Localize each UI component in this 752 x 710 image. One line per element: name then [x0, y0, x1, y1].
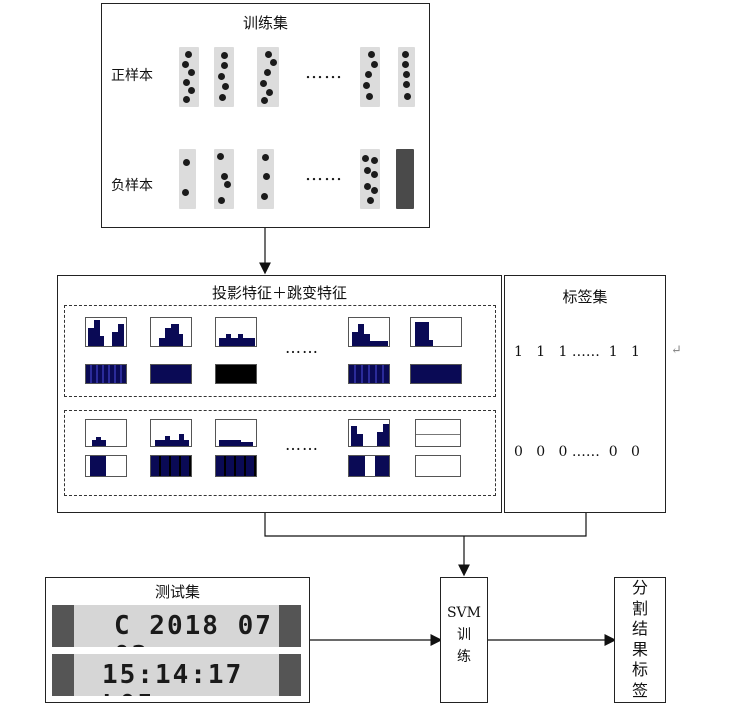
negative-ellipsis: ……: [305, 164, 343, 185]
projection-histogram: [415, 419, 461, 447]
label-set-title: 标签集: [562, 288, 608, 306]
negative-labels-row: 0 0 0 …… 0 0: [514, 444, 640, 460]
negative-sample-image: [214, 149, 234, 209]
test-set-title: 测试集: [154, 583, 200, 601]
transition-strip: [85, 455, 127, 477]
negative-sample-image: [257, 149, 274, 209]
svm-title: SVM 训 练: [446, 605, 482, 665]
projection-histogram: [348, 419, 390, 447]
transition-strip: [150, 364, 192, 384]
test-set-box: 测试集 C 2018 07 02 15:14:17 L05: [45, 577, 310, 703]
test-image-line1: C 2018 07 02: [52, 605, 301, 647]
projection-histogram: [348, 317, 390, 347]
transition-strip: [150, 455, 192, 477]
plot-ellipsis: ……: [285, 338, 319, 357]
projection-histogram: [85, 419, 127, 447]
transition-strip: [415, 455, 461, 477]
feature-title: 投影特征＋跳变特征: [211, 284, 347, 302]
projection-histogram: [215, 317, 257, 347]
training-set-title: 训练集: [242, 14, 288, 32]
projection-histogram: [410, 317, 462, 347]
feature-box: 投影特征＋跳变特征 ……: [57, 275, 502, 513]
positive-features-group: ……: [64, 305, 496, 397]
test-image-line2: 15:14:17 L05: [52, 654, 301, 696]
negative-sample-image: [396, 149, 414, 209]
negative-sample-label: 负样本: [111, 178, 153, 194]
projection-histogram: [150, 317, 192, 347]
return-mark: ↵: [671, 343, 682, 358]
positive-sample-image: [179, 47, 199, 107]
transition-strip: [215, 455, 257, 477]
negative-sample-image: [360, 149, 380, 209]
negative-features-group: ……: [64, 410, 496, 496]
projection-histogram: [85, 317, 127, 347]
projection-histogram: [215, 419, 257, 447]
transition-strip: [348, 455, 390, 477]
positive-sample-image: [398, 47, 415, 107]
negative-sample-image: [179, 149, 196, 209]
projection-histogram: [150, 419, 192, 447]
svm-box: SVM 训 练: [440, 577, 488, 703]
training-set-box: 训练集 正样本 负样本 …… ……: [101, 3, 430, 228]
positive-labels-row: 1 1 1 …… 1 1: [514, 344, 640, 360]
plot-ellipsis: ……: [285, 435, 319, 454]
transition-strip: [410, 364, 462, 384]
transition-strip: [85, 364, 127, 384]
transition-strip: [348, 364, 390, 384]
positive-ellipsis: ……: [305, 62, 343, 83]
positive-sample-image: [360, 47, 380, 107]
positive-sample-image: [257, 47, 279, 107]
result-box: 分 割 结 果 标 签: [614, 577, 666, 703]
positive-sample-label: 正样本: [111, 68, 153, 84]
transition-strip: [215, 364, 257, 384]
label-set-box: 标签集 1 1 1 …… 1 1 0 0 0 …… 0 0: [504, 275, 666, 513]
positive-sample-image: [214, 47, 234, 107]
result-label: 分 割 结 果 标 签: [631, 578, 648, 700]
